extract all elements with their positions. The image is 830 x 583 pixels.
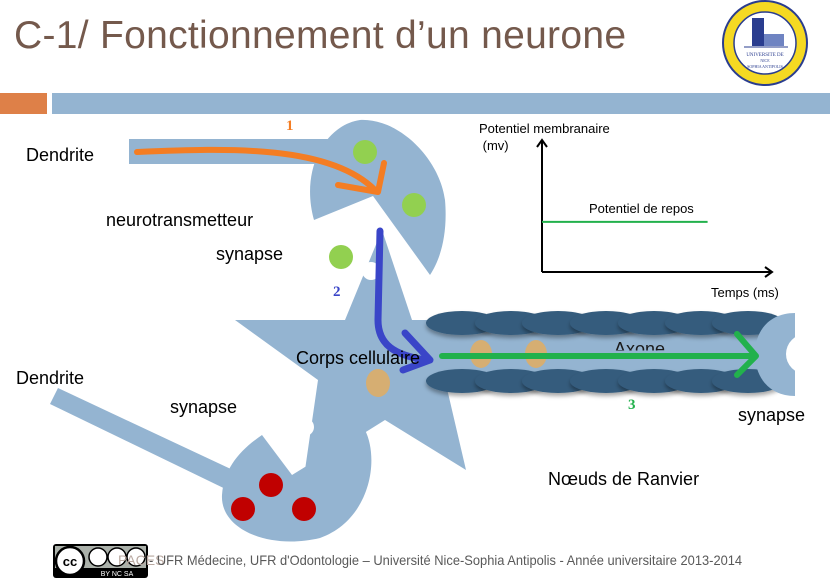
logo-line3: SOPHIA ANTIPOLIS [747, 64, 783, 69]
chart-ylabel-line2: (mv) [479, 138, 509, 153]
nc-icon [107, 547, 127, 567]
arrow-1-head [335, 160, 387, 195]
step-2-number: 2 [333, 284, 341, 300]
chart-ylabel-line1: Potentiel membranaire [479, 121, 610, 136]
label-dendrite-bottom: Dendrite [16, 368, 85, 388]
footer-text: - UFR Médecine, UFR d'Odontologie – Univ… [149, 552, 743, 568]
cell-body-star [235, 230, 500, 470]
step-1-number: 1 [286, 118, 294, 134]
footer-ghost-text: PACES [118, 552, 165, 568]
chart-xlabel: Temps (ms) [711, 285, 779, 300]
label-synapse-top: synapse [216, 244, 284, 264]
accent-bar-blue [52, 93, 830, 114]
slide-title: C-1/ Fonctionnement d’un neurone [14, 14, 627, 57]
logo-line1: UNIVERSITE DE [746, 53, 783, 58]
label-corps-cellulaire: Corps cellulaire [296, 348, 421, 368]
vesicle-red [259, 473, 283, 497]
dendrite-bottom-shape [50, 388, 250, 496]
label-synapse-bottom: synapse [170, 397, 238, 417]
arrow-1 [134, 146, 378, 193]
cc-icon [54, 545, 86, 577]
synaptic-terminal-top [310, 119, 446, 275]
by-icon [88, 547, 108, 567]
vesicle-green-released [329, 245, 353, 269]
synaptic-terminal-bottom [221, 430, 372, 542]
arrow-2 [374, 227, 429, 364]
axon-terminal [755, 313, 795, 396]
membrane-potential-chart [536, 138, 774, 278]
accent-bar-orange [0, 93, 47, 114]
vesicle-red [292, 497, 316, 521]
step-3-number: 3 [628, 397, 636, 413]
chart-y-axis-arrow-icon [536, 138, 548, 148]
svg-text:cc: cc [63, 554, 77, 569]
arrow-2-head [399, 329, 434, 374]
faculty-logo: UNIVERSITE DE NICE SOPHIA ANTIPOLIS [722, 0, 808, 86]
label-synapse-right: synapse [738, 405, 806, 425]
chart-x-axis-arrow-icon [764, 266, 774, 278]
label-dendrite-top: Dendrite [26, 145, 95, 165]
vesicle-green [353, 140, 377, 164]
logo-line2: NICE [760, 58, 770, 63]
arrow-3-head [734, 331, 759, 378]
label-noeuds-ranvier: Nœuds de Ranvier [548, 469, 700, 489]
vesicle-red [231, 497, 255, 521]
label-neurotransmetteur: neurotransmetteur [106, 210, 254, 230]
license-text: BY NC SA [101, 571, 134, 578]
label-axone: Axone [614, 339, 666, 359]
chart-annotation: Potentiel de repos [589, 201, 694, 216]
creative-commons-badge: cc BY NC SA [53, 544, 148, 578]
synapse-notch [296, 418, 314, 436]
sa-icon [126, 547, 146, 567]
myelin-sheaths-top [426, 311, 784, 335]
vesicle-green [402, 193, 426, 217]
myelin-sheaths-bottom [426, 369, 784, 393]
synapse-cleft-right [786, 334, 826, 374]
nucleus [366, 369, 390, 397]
